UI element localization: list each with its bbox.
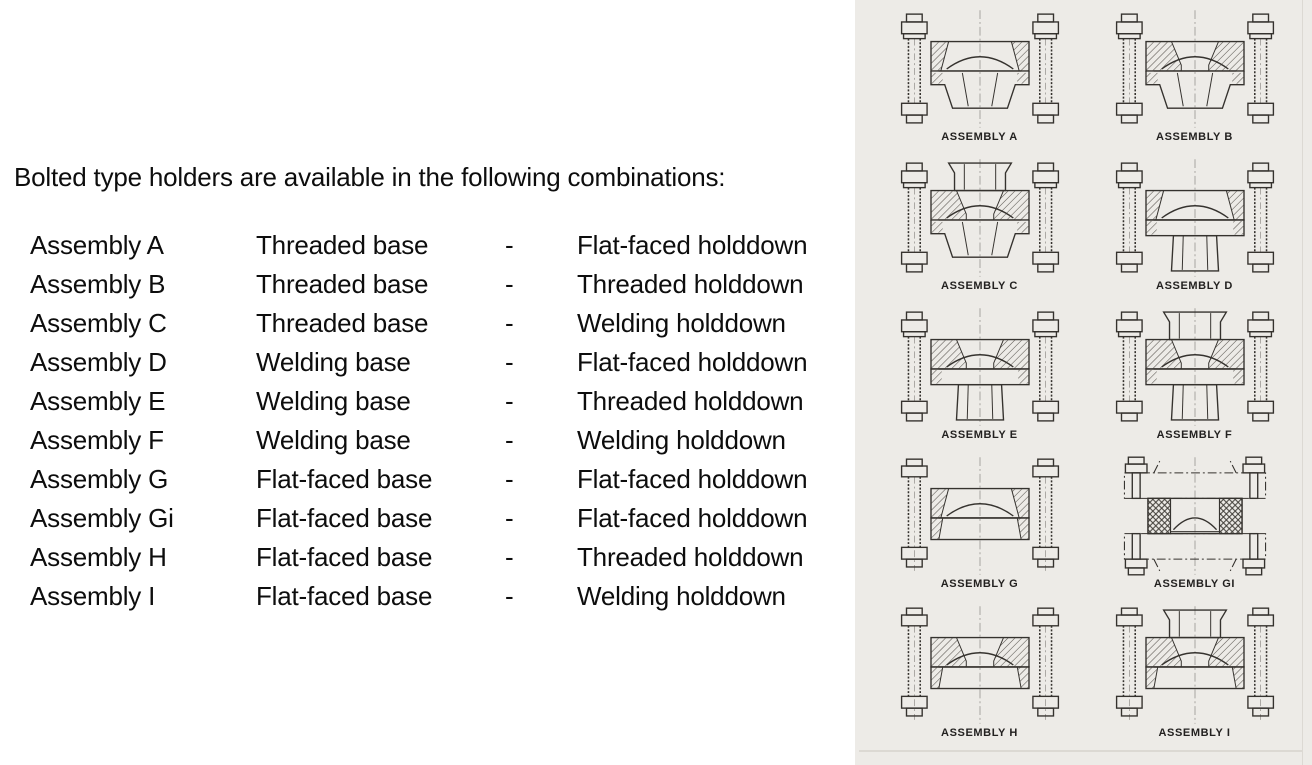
assembly-g-diagram [900,457,1059,575]
assembly-diagram-cell: ASSEMBLY F [1092,306,1297,455]
assembly-name-cell: Assembly E [30,386,166,416]
assembly-diagram-cell: ASSEMBLY I [1092,604,1297,753]
diagram-label: ASSEMBLY A [941,131,1018,143]
assembly-gi-diagram [1123,456,1266,576]
separator-cell: - [505,581,514,611]
separator-cell: - [505,503,514,533]
assembly-name-cell: Assembly Gi [30,503,174,533]
assembly-name-cell: Assembly F [30,425,164,455]
assembly-f-diagram [1115,308,1274,426]
holddown-type-cell: Threaded holddown [577,542,804,572]
document-text-column: Bolted type holders are available in the… [0,162,855,616]
table-row: Assembly H Flat-faced base - Threaded holdd… [0,538,855,577]
holddown-type-cell: Threaded holddown [577,386,804,416]
assembly-name-cell: Assembly A [30,230,164,260]
assembly-b-diagram [1115,10,1274,128]
base-type-cell: Flat-faced base [256,503,433,533]
holddown-type-cell: Welding holddown [577,425,786,455]
assembly-name-cell: Assembly B [30,269,166,299]
assembly-diagram-cell: ASSEMBLY E [877,306,1082,455]
diagram-label: ASSEMBLY G [940,578,1019,590]
assembly-diagrams-panel: ASSEMBLY A ASSEMBLY B ASSEMBLY C ASSEMBLY D… [855,0,1312,765]
holddown-type-cell: Welding holddown [577,308,786,338]
assembly-name-cell: Assembly G [30,464,169,494]
diagram-label: ASSEMBLY GI [1153,578,1236,590]
separator-cell: - [505,425,514,455]
assembly-name-cell: Assembly C [30,308,167,338]
holddown-type-cell: Flat-faced holddown [577,230,808,260]
base-type-cell: Welding base [256,347,411,377]
diagram-label: ASSEMBLY E [941,429,1018,441]
base-type-cell: Welding base [256,386,411,416]
separator-cell: - [505,308,514,338]
assembly-diagram-cell: ASSEMBLY G [877,455,1082,604]
table-row: Assembly D Welding base - Flat-faced holddo… [0,343,855,382]
assembly-a-diagram [900,10,1059,128]
separator-cell: - [505,230,514,260]
base-type-cell: Welding base [256,425,411,455]
separator-cell: - [505,464,514,494]
table-row: Assembly G Flat-faced base - Flat-faced hol… [0,460,855,499]
intro-heading: Bolted type holders are available in the… [14,162,726,192]
assembly-diagram-cell: ASSEMBLY GI [1092,455,1297,604]
diagram-label: ASSEMBLY C [941,280,1018,292]
separator-cell: - [505,347,514,377]
assembly-combination-table: Assembly A Threaded base - Flat-faced holdd… [0,226,855,616]
assembly-diagram-cell: ASSEMBLY H [877,604,1082,753]
diagram-label: ASSEMBLY B [1156,131,1233,143]
assembly-diagram-cell: ASSEMBLY A [877,8,1082,157]
assembly-name-cell: Assembly H [30,542,167,572]
table-row: Assembly I Flat-faced base - Welding holddo… [0,577,855,616]
base-type-cell: Threaded base [256,269,429,299]
table-row: Assembly F Welding base - Welding holddown [0,421,855,460]
assembly-diagram-cell: ASSEMBLY C [877,157,1082,306]
table-row: Assembly C Threaded base - Welding holddown [0,304,855,343]
assembly-i-diagram [1115,606,1274,724]
table-row: Assembly A Threaded base - Flat-faced holdd… [0,226,855,265]
assembly-c-diagram [900,159,1059,277]
table-row: Assembly B Threaded base - Threaded holddow… [0,265,855,304]
assembly-d-diagram [1115,159,1274,277]
assembly-diagram-cell: ASSEMBLY D [1092,157,1297,306]
diagram-label: ASSEMBLY D [1156,280,1233,292]
base-type-cell: Threaded base [256,230,429,260]
holddown-type-cell: Flat-faced holddown [577,347,808,377]
table-row: Assembly Gi Flat-faced base - Flat-faced ho… [0,499,855,538]
base-type-cell: Threaded base [256,308,429,338]
holddown-type-cell: Flat-faced holddown [577,503,808,533]
base-type-cell: Flat-faced base [256,581,433,611]
holddown-type-cell: Threaded holddown [577,269,804,299]
diagram-label: ASSEMBLY F [1156,429,1233,441]
base-type-cell: Flat-faced base [256,464,433,494]
assembly-name-cell: Assembly I [30,581,156,611]
separator-cell: - [505,269,514,299]
assembly-diagram-cell: ASSEMBLY B [1092,8,1297,157]
table-row: Assembly E Welding base - Threaded holddown [0,382,855,421]
separator-cell: - [505,386,514,416]
assembly-h-diagram [900,606,1059,724]
assembly-name-cell: Assembly D [30,347,167,377]
holddown-type-cell: Flat-faced holddown [577,464,808,494]
assembly-diagram-grid: ASSEMBLY A ASSEMBLY B ASSEMBLY C ASSEMBLY D… [877,8,1297,753]
separator-cell: - [505,542,514,572]
holddown-type-cell: Welding holddown [577,581,786,611]
diagram-label: ASSEMBLY I [1158,727,1231,739]
assembly-e-diagram [900,308,1059,426]
base-type-cell: Flat-faced base [256,542,433,572]
diagram-label: ASSEMBLY H [941,727,1018,739]
